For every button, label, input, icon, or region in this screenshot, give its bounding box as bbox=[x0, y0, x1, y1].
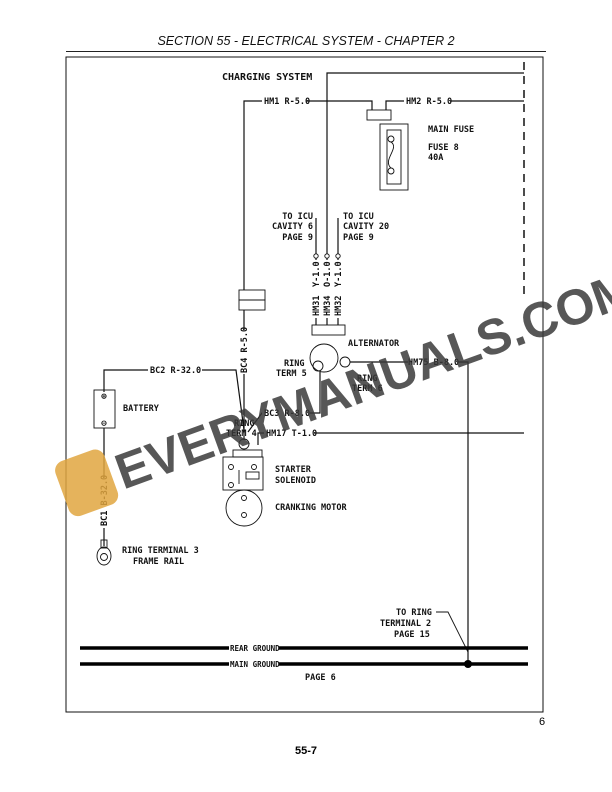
icu20-ref-line2: CAVITY 20 bbox=[343, 222, 389, 232]
alternator bbox=[309, 324, 351, 373]
svg-text:EVERYMANUALS.COM: EVERYMANUALS.COM bbox=[108, 260, 612, 500]
wire-hm75 bbox=[350, 361, 469, 664]
battery: ⊕ ⊖ bbox=[93, 389, 116, 429]
wire-label-hm1: HM1 R-5.0 bbox=[264, 97, 310, 107]
wire-hm1 bbox=[243, 100, 373, 290]
wire-hm2 bbox=[385, 100, 524, 110]
page-folio: 55-7 bbox=[294, 745, 318, 757]
icu20-ref-line1: TO ICU bbox=[343, 212, 374, 222]
ground-page-ref: PAGE 6 bbox=[305, 673, 336, 683]
wire-label-hm75: HM75 B-8.0 bbox=[408, 358, 459, 368]
ground-splice bbox=[464, 660, 472, 668]
inline-connector bbox=[238, 289, 266, 311]
wire-label-bc3: BC3 R-8.0 bbox=[264, 409, 310, 419]
header-rule bbox=[66, 51, 546, 52]
ring-term6-line2: TERM 6 bbox=[352, 384, 383, 394]
wire-hm17 bbox=[257, 432, 524, 445]
ring-terminal-3 bbox=[96, 539, 112, 566]
watermark-logo-icon bbox=[55, 449, 119, 517]
icu6-ref-line3: PAGE 9 bbox=[282, 233, 313, 243]
ring2-ref-line3: PAGE 15 bbox=[394, 630, 430, 640]
svg-text:⊕: ⊕ bbox=[101, 392, 107, 402]
starter-label-line1: STARTER bbox=[275, 465, 312, 475]
diagram-title: CHARGING SYSTEM bbox=[222, 72, 312, 83]
page-marker: 6 bbox=[539, 716, 546, 728]
icu20-ref-line3: PAGE 9 bbox=[343, 233, 374, 243]
svg-text:⊖: ⊖ bbox=[101, 419, 107, 429]
wire-label-bc4: BC4 R-5.0 bbox=[240, 327, 250, 373]
diagram-frame bbox=[65, 56, 544, 713]
rear-ground-label: REAR GROUND bbox=[230, 644, 280, 653]
cranking-motor bbox=[225, 489, 263, 527]
wire-id-hm32: HM32 bbox=[334, 296, 344, 316]
alternator-label: ALTERNATOR bbox=[348, 339, 400, 349]
icu6-ref-line2: CAVITY 6 bbox=[272, 222, 313, 232]
main-fuse-label: MAIN FUSE bbox=[428, 125, 474, 135]
ring-term4-line1: RING bbox=[234, 419, 254, 429]
main-ground-label: MAIN GROUND bbox=[230, 660, 280, 669]
fuse-number-label: FUSE 8 bbox=[428, 143, 459, 153]
wire-label-bc2: BC2 R-32.0 bbox=[150, 366, 201, 376]
fuse-rating-label: 40A bbox=[428, 153, 443, 163]
ring-term4-line2: TERM 4 bbox=[226, 429, 257, 439]
wire-label-hm17: HM17 T-1.0 bbox=[266, 429, 317, 439]
battery-label: BATTERY bbox=[123, 404, 160, 414]
ring-term5-line1: RING bbox=[284, 359, 304, 369]
cranking-motor-label: CRANKING MOTOR bbox=[275, 503, 348, 513]
wire-color-hm32: Y-1.0 bbox=[334, 261, 344, 287]
wire-color-hm31: Y-1.0 bbox=[312, 261, 322, 287]
ring-terminal3-line1: RING TERMINAL 3 bbox=[122, 546, 199, 556]
ring-term5-line2: TERM 5 bbox=[276, 369, 307, 379]
wire-hm34 bbox=[326, 72, 524, 255]
icu6-ref-line1: TO ICU bbox=[282, 212, 313, 222]
ring2-ref-line1: TO RING bbox=[396, 608, 432, 618]
ring-term6-line1: RING bbox=[357, 374, 377, 384]
section-header: SECTION 55 - ELECTRICAL SYSTEM - CHAPTER… bbox=[157, 34, 455, 48]
starter-solenoid bbox=[222, 438, 264, 491]
wire-id-hm34: HM34 bbox=[323, 296, 333, 316]
ring2-ref-line2: TERMINAL 2 bbox=[380, 619, 431, 629]
ring-terminal3-line2: FRAME RAIL bbox=[133, 557, 184, 567]
wire-id-hm31: HM31 bbox=[312, 296, 322, 316]
wire-label-hm2: HM2 R-5.0 bbox=[406, 97, 452, 107]
main-fuse bbox=[366, 109, 409, 191]
wire-color-hm34: O-1.0 bbox=[323, 261, 333, 287]
ring2-leader bbox=[436, 611, 469, 653]
starter-label-line2: SOLENOID bbox=[275, 476, 316, 486]
